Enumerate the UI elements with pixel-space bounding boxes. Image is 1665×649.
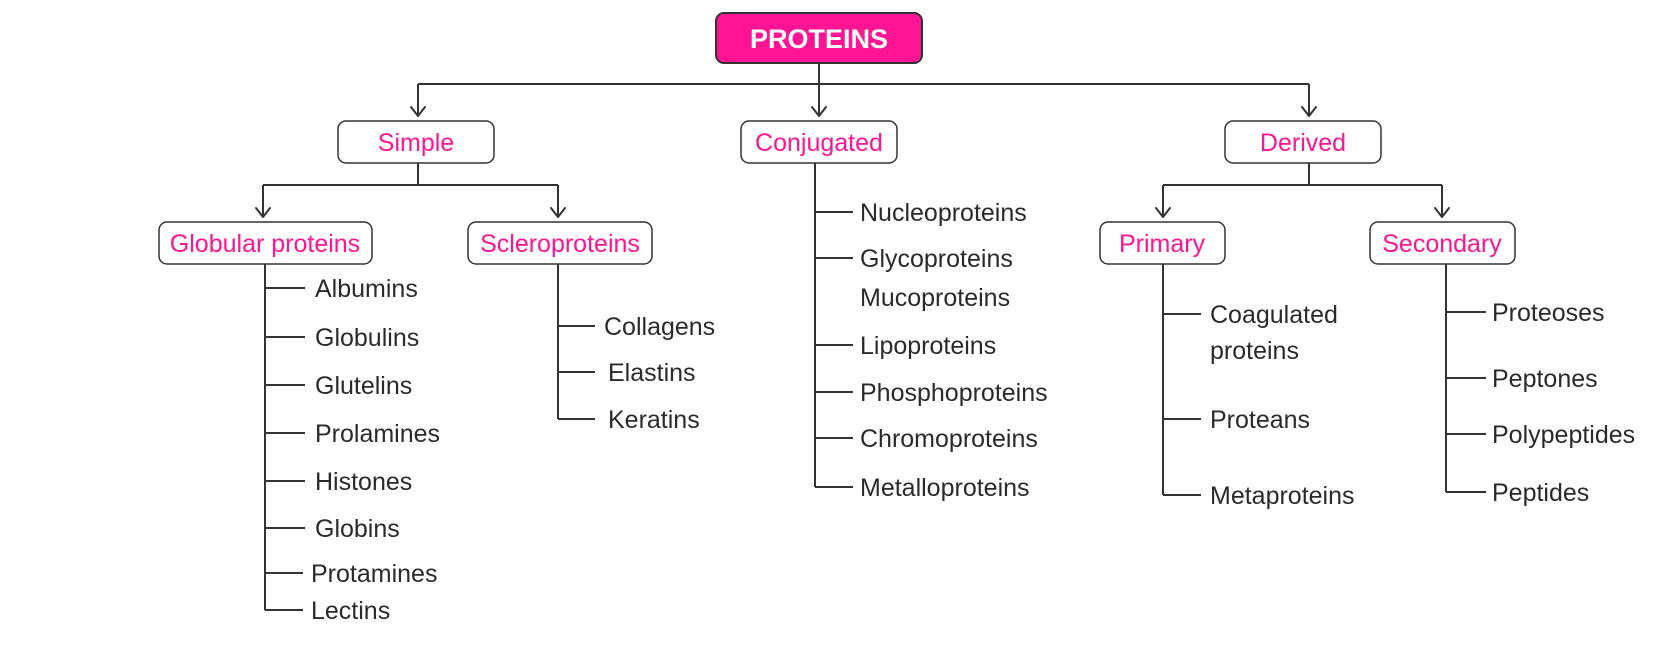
secondary-list: Proteoses Peptones Polypeptides Peptides (1445, 264, 1635, 507)
leaf-item: Polypeptides (1492, 421, 1635, 449)
sclero-box (467, 221, 653, 265)
leaf-item: Peptides (1492, 479, 1589, 507)
leaf-item: Metaproteins (1210, 482, 1355, 510)
leaf-item: Chromoproteins (860, 425, 1038, 453)
leaf-item: Peptones (1492, 365, 1598, 393)
root-label: PROTEINS (750, 24, 888, 54)
leaf-item: Histones (315, 468, 412, 496)
leaf-item: Phosphoproteins (860, 379, 1048, 407)
derived-box (1224, 120, 1382, 164)
leaf-item: Proteans (1210, 406, 1310, 434)
primary-label: Primary (1119, 230, 1206, 258)
arrowhead (550, 207, 566, 218)
arrowhead (410, 106, 426, 117)
leaf-item: Coagulated (1210, 301, 1338, 329)
leaf-item: Lectins (311, 597, 390, 625)
globular-list: Albumins Globulins Glutelins Prolamines … (264, 264, 440, 625)
secondary-label: Secondary (1382, 230, 1502, 258)
arrowhead (1301, 106, 1317, 117)
leaf-item: Metalloproteins (860, 474, 1030, 502)
leaf-item: Collagens (604, 313, 715, 341)
leaf-item: proteins (1210, 337, 1299, 365)
root-connectors (417, 63, 1310, 116)
leaf-item: Nucleoproteins (860, 199, 1027, 227)
leaf-item: Keratins (608, 406, 700, 434)
leaf-item: Protamines (311, 560, 437, 588)
sclero-list: Collagens Elastins Keratins (557, 264, 715, 434)
conjugated-list: Nucleoproteins Glycoproteins Mucoprotein… (814, 163, 1048, 502)
primary-list: Coagulated proteins Proteans Metaprotein… (1162, 264, 1355, 510)
derived-connectors (1155, 163, 1450, 218)
leaf-item: Globulins (315, 324, 419, 352)
leaf-item: Prolamines (315, 420, 440, 448)
leaf-item: Glycoproteins (860, 245, 1013, 273)
leaf-item: Lipoproteins (860, 332, 996, 360)
leaf-item: Globins (315, 515, 400, 543)
leaf-item: Mucoproteins (860, 284, 1010, 312)
derived-label: Derived (1260, 129, 1346, 157)
sclero-label: Scleroproteins (480, 230, 640, 258)
leaf-item: Albumins (315, 275, 418, 303)
arrowhead (255, 207, 271, 218)
root-arrowheads (410, 106, 1317, 117)
conjugated-label: Conjugated (755, 129, 883, 157)
globular-label: Globular proteins (170, 230, 360, 258)
simple-connectors (255, 163, 566, 218)
leaf-item: Glutelins (315, 372, 412, 400)
leaf-item: Elastins (608, 359, 696, 387)
conjugated-box (740, 120, 898, 164)
simple-box (337, 120, 495, 164)
arrowhead (1434, 207, 1450, 218)
arrowhead (1155, 207, 1171, 218)
simple-label: Simple (378, 129, 454, 157)
secondary-box (1369, 221, 1516, 265)
arrowhead (811, 106, 827, 117)
leaf-item: Proteoses (1492, 299, 1605, 327)
